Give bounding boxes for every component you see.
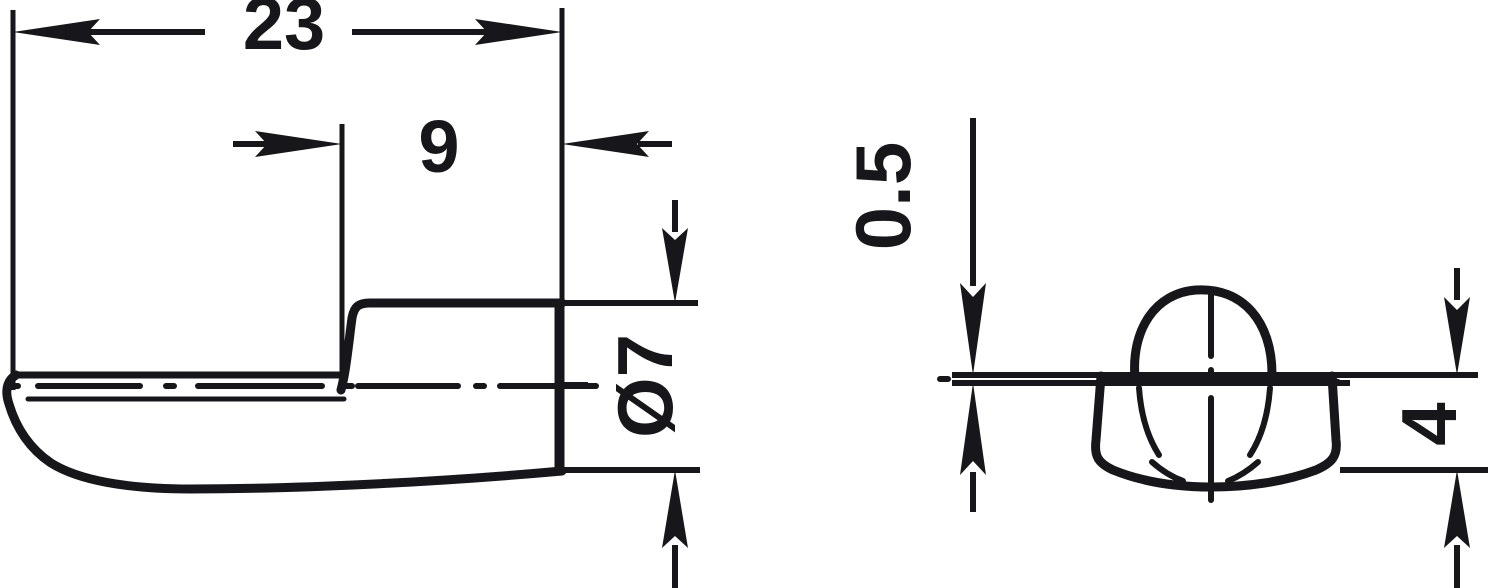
- side-view-shoulder-fillet: [336, 298, 567, 395]
- dim-arrow-23-right: [475, 19, 562, 45]
- dim-arrow-d7-bottom: [662, 470, 688, 548]
- dim-label-05: 0.5: [839, 142, 927, 250]
- dim-label-d7: Ø7: [601, 334, 689, 438]
- front-view-group: 0.5 4: [839, 118, 1488, 588]
- dim-arrow-05-bottom: [960, 383, 986, 475]
- dim-arrow-05-top: [960, 283, 986, 375]
- dim-arrow-9-right: [562, 131, 649, 157]
- dim-arrow-23-left: [13, 19, 100, 45]
- dim-label-4: 4: [1385, 402, 1473, 445]
- dim-label-9: 9: [418, 105, 459, 188]
- front-view-hidden-arc-right: [1247, 385, 1273, 458]
- front-view-hidden-arc-left: [1136, 385, 1162, 458]
- front-view-dome-arc: [1130, 285, 1277, 383]
- front-view-hidden-arc-bottom-right: [1225, 459, 1261, 484]
- side-view-hook-outline: [2, 370, 567, 494]
- front-view-skirt-outline: [1091, 371, 1341, 492]
- dim-arrow-4-top: [1444, 297, 1470, 375]
- dim-arrow-9-left: [255, 131, 342, 157]
- front-view-hidden-arc-bottom-left: [1149, 459, 1186, 484]
- side-view-group: 23 9 Ø7: [2, 0, 700, 588]
- front-view-horizontal-centerline: [937, 376, 1341, 385]
- dim-arrow-d7-top: [662, 228, 688, 303]
- dim-arrow-4-bottom: [1444, 470, 1470, 548]
- dim-label-23: 23: [243, 0, 325, 65]
